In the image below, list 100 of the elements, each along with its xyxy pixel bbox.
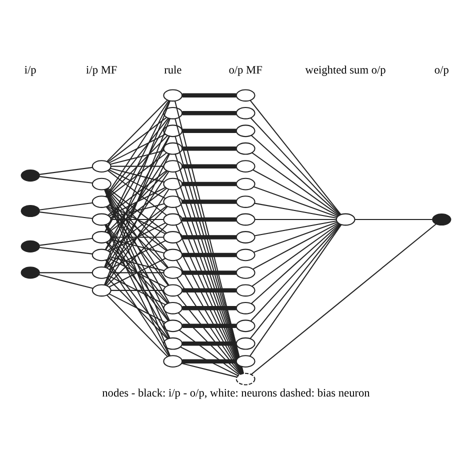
node-circle [163, 301, 183, 314]
node-circle [236, 88, 256, 102]
connector [110, 167, 164, 182]
node-circle [236, 106, 256, 119]
connector [105, 259, 170, 356]
node-circle [336, 212, 356, 226]
node-circle [20, 266, 40, 278]
node-circle [92, 212, 112, 226]
connector [182, 362, 237, 378]
label: rule [164, 64, 182, 76]
connector [182, 358, 236, 363]
connector [108, 222, 166, 252]
node-circle [163, 248, 183, 261]
connector [250, 224, 341, 321]
label: weighted sum o/p [305, 64, 386, 76]
connector [182, 234, 236, 239]
node-circle [236, 301, 256, 314]
connector [182, 323, 236, 328]
connector [105, 170, 170, 268]
connector [250, 100, 342, 214]
connector [106, 170, 168, 232]
node-circle [236, 212, 256, 226]
connector [254, 221, 338, 252]
node-circle [236, 354, 256, 368]
connector [106, 117, 169, 197]
connector [105, 153, 170, 250]
connector [108, 292, 166, 322]
connector [106, 206, 168, 268]
node-circle [432, 212, 452, 226]
caption: nodes - black: i/p - o/p, white: neurons dashed: bias neuron [102, 387, 370, 400]
connector [106, 223, 168, 286]
connector [182, 128, 236, 132]
connector [106, 134, 168, 197]
node-circle [163, 160, 183, 172]
connector [108, 133, 166, 163]
connector [106, 259, 169, 338]
connector [182, 340, 236, 346]
node-circle [20, 169, 40, 182]
connector [250, 223, 340, 304]
connector [108, 187, 167, 233]
connector [108, 170, 167, 216]
connector [110, 256, 164, 271]
node-circle [20, 204, 40, 217]
node-circle [92, 266, 112, 278]
node-circle [236, 248, 256, 261]
node-circle [236, 319, 256, 332]
connector [106, 241, 169, 321]
node-circle [236, 284, 256, 296]
node-circle [163, 266, 183, 278]
node-circle [163, 336, 183, 350]
connector [108, 240, 166, 270]
connector [105, 100, 170, 196]
label: o/p MF [228, 64, 262, 76]
connector [182, 199, 236, 204]
connector [106, 206, 169, 286]
connector [182, 216, 236, 222]
connector [176, 277, 242, 374]
connector [108, 204, 166, 234]
connector [106, 99, 168, 162]
connector [38, 274, 94, 288]
connector [178, 312, 240, 374]
connector [252, 152, 340, 216]
node-circle [163, 124, 183, 137]
connector [355, 218, 432, 220]
node-circle [163, 284, 183, 296]
node-circle [236, 230, 256, 243]
node-circle [236, 124, 256, 137]
connector [106, 276, 168, 339]
node-circle [163, 177, 183, 190]
connector [182, 110, 236, 115]
connector [104, 100, 171, 267]
connector [178, 329, 240, 375]
connector [254, 186, 338, 217]
node-circle [236, 372, 256, 385]
node-circle [236, 177, 256, 190]
connector [250, 223, 436, 374]
connector [106, 188, 168, 250]
connector [110, 289, 164, 290]
node-circle [92, 177, 112, 190]
connector [108, 152, 167, 198]
label: i/p MF [86, 64, 118, 76]
connector [110, 272, 164, 273]
node-circle [92, 284, 112, 296]
connector [105, 224, 170, 320]
connector [40, 176, 93, 184]
connector [110, 236, 164, 238]
node-circle [236, 266, 256, 278]
connector [110, 150, 164, 164]
connector [182, 92, 236, 98]
connector [254, 220, 337, 236]
connector [252, 222, 339, 269]
label: o/p [434, 64, 449, 76]
connector [40, 202, 93, 210]
label: i/p [24, 64, 36, 76]
node-circle [236, 336, 256, 350]
connector [182, 164, 236, 168]
connector [106, 224, 169, 304]
connector [40, 246, 93, 254]
connector [182, 306, 236, 310]
node-circle [236, 142, 256, 154]
